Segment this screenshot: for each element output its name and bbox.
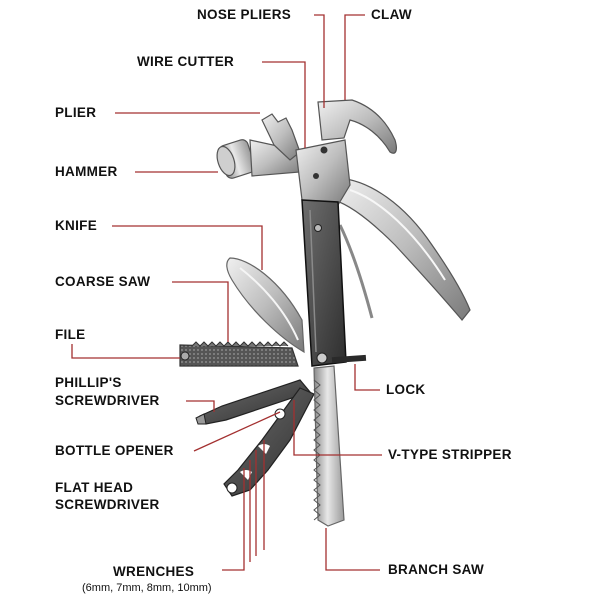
- bolster: [295, 139, 351, 206]
- leader-wrench-1: [222, 468, 245, 571]
- leader-branch-saw: [325, 528, 380, 571]
- label-v-type-stripper: V-TYPE STRIPPER: [388, 447, 512, 462]
- label-flat-head-line1: FLAT HEAD: [55, 480, 134, 495]
- label-nose-pliers: NOSE PLIERS: [197, 7, 292, 22]
- plier-handle: [333, 177, 471, 321]
- plier-jaw: [261, 113, 301, 161]
- label-knife: KNIFE: [55, 218, 97, 233]
- leader-bottle-opener: [193, 411, 281, 452]
- label-hammer: HAMMER: [55, 164, 118, 179]
- label-wrenches: WRENCHES: [113, 564, 195, 579]
- knife-blade: [226, 257, 305, 354]
- file-saw-blade: [179, 341, 299, 367]
- branch-saw: [313, 365, 345, 527]
- label-plier: PLIER: [55, 105, 97, 120]
- leader-coarse-saw: [172, 281, 229, 342]
- label-wrench-sizes: (6mm, 7mm, 8mm, 10mm): [82, 582, 212, 594]
- label-phillips-line2: SCREWDRIVER: [55, 393, 160, 408]
- label-branch-saw: BRANCH SAW: [388, 562, 484, 577]
- lock-bar: [331, 354, 367, 364]
- claw-head: [317, 99, 397, 154]
- leader-claw: [344, 14, 365, 100]
- leader-wire-cutter: [262, 61, 306, 148]
- wrench-arm: [223, 387, 315, 497]
- label-phillips-line1: PHILLIP'S: [55, 375, 122, 390]
- leader-lines: [71, 14, 382, 571]
- leader-knife: [112, 225, 263, 270]
- label-file: FILE: [55, 327, 86, 342]
- leader-phillips: [186, 400, 215, 412]
- label-claw: CLAW: [371, 7, 412, 22]
- spring-wire: [338, 224, 374, 319]
- leader-file: [71, 344, 180, 359]
- label-wire-cutter: WIRE CUTTER: [137, 54, 235, 69]
- leader-nose-pliers: [314, 14, 325, 108]
- leader-lock: [354, 364, 380, 391]
- label-lock: LOCK: [386, 382, 426, 397]
- label-flat-head-line2: SCREWDRIVER: [55, 497, 160, 512]
- black-handle: [301, 199, 347, 367]
- label-bottle-opener: BOTTLE OPENER: [55, 443, 174, 458]
- label-coarse-saw: COARSE SAW: [55, 274, 151, 289]
- leader-v-stripper: [293, 400, 382, 456]
